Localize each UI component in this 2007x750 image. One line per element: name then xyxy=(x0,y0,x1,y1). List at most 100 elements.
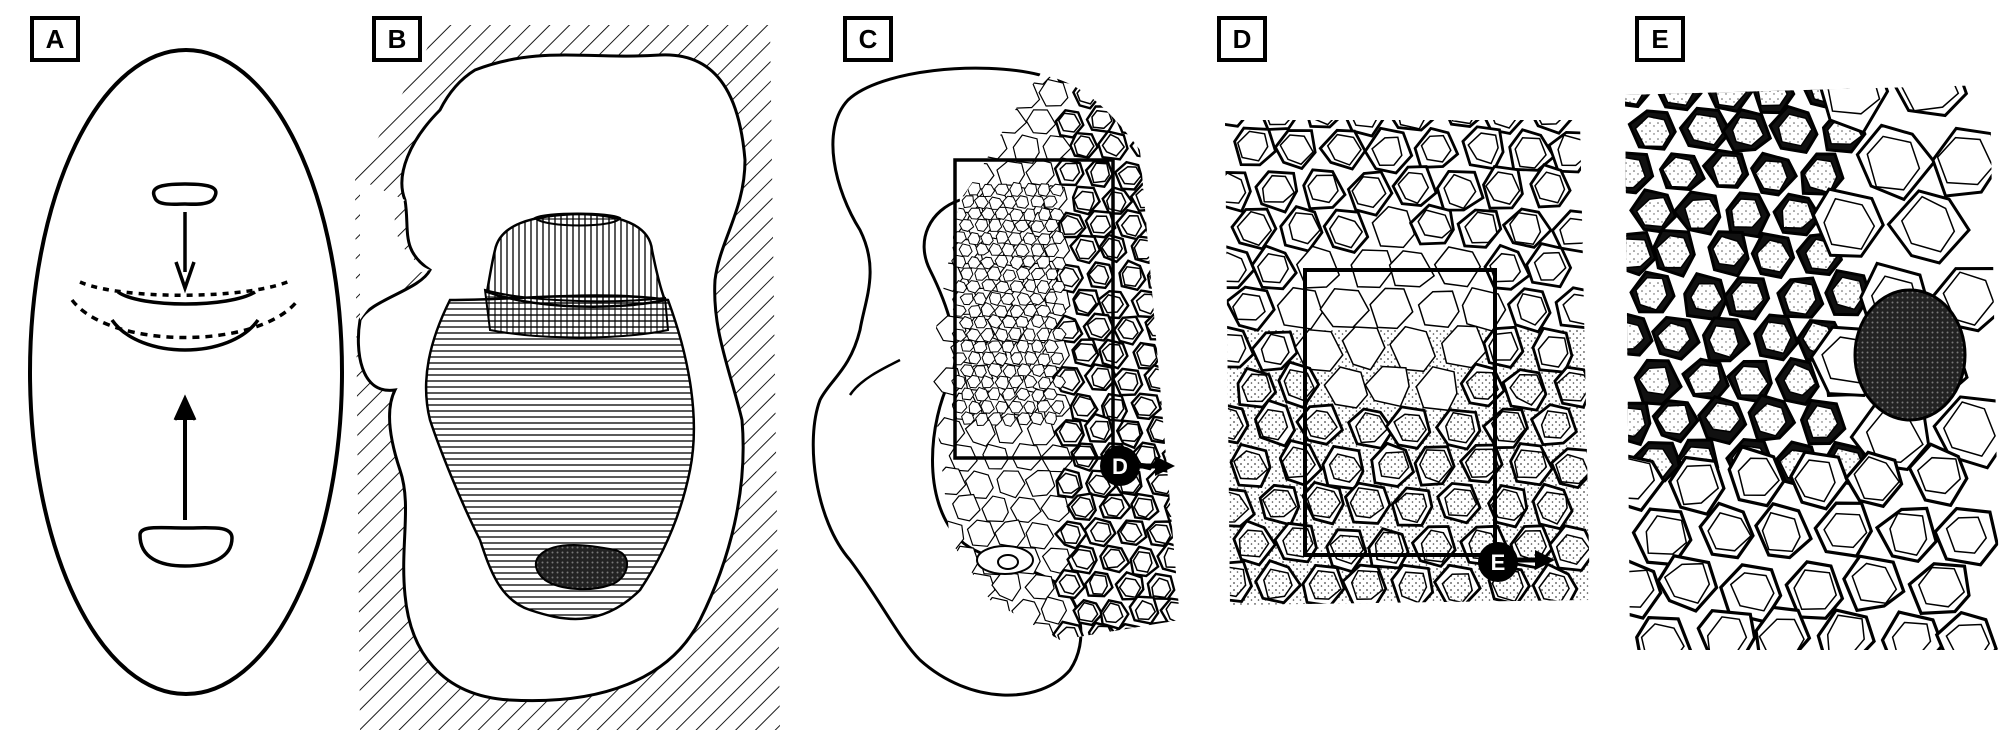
cell xyxy=(992,571,1021,601)
cell xyxy=(1463,288,1506,331)
panel-b xyxy=(355,25,780,730)
large-cell xyxy=(1855,290,1965,420)
cell xyxy=(937,570,963,598)
cell xyxy=(983,85,1013,113)
cell xyxy=(968,520,995,546)
cell xyxy=(1052,257,1065,269)
panel-d xyxy=(1206,86,1600,610)
cell xyxy=(978,134,1007,159)
cell xyxy=(995,623,1025,649)
cell xyxy=(953,495,980,521)
cell xyxy=(952,546,979,574)
tissue-detail-d xyxy=(1206,86,1600,610)
cell xyxy=(1146,212,1172,239)
cell xyxy=(1052,231,1064,244)
cell xyxy=(1026,523,1054,549)
cell xyxy=(938,111,963,135)
cell xyxy=(995,520,1025,547)
cell xyxy=(1025,623,1055,650)
cell xyxy=(1045,292,1057,304)
cell xyxy=(996,401,1008,413)
cell xyxy=(995,255,1008,267)
cell xyxy=(1209,86,1251,126)
cell xyxy=(997,161,1025,185)
cell xyxy=(1016,316,1029,327)
vertical-hatch-cap xyxy=(487,214,665,307)
panel-c xyxy=(813,54,1192,695)
cell xyxy=(961,365,974,377)
cell xyxy=(1160,237,1188,266)
cell xyxy=(935,521,964,550)
cell xyxy=(934,418,964,446)
cell xyxy=(967,112,995,139)
cell xyxy=(1133,84,1162,109)
cell xyxy=(1163,85,1192,110)
panel-e xyxy=(1601,50,2007,673)
panel-a xyxy=(30,50,342,694)
panel-label-d: D xyxy=(1217,16,1267,62)
cell xyxy=(1011,497,1041,522)
upper-primordium xyxy=(154,184,216,204)
cell xyxy=(1031,196,1044,208)
cell xyxy=(1031,244,1044,257)
cell xyxy=(1039,208,1051,221)
cell xyxy=(1037,256,1050,268)
cell xyxy=(962,412,975,424)
cell xyxy=(1435,247,1481,287)
cell xyxy=(1419,291,1459,327)
cell xyxy=(961,268,973,280)
cell xyxy=(1023,329,1035,341)
cell xyxy=(1370,288,1413,328)
cell xyxy=(949,82,980,109)
cell xyxy=(982,496,1008,521)
cell xyxy=(996,231,1008,243)
cell xyxy=(1148,265,1175,290)
tissue-detail-e xyxy=(1601,50,2007,673)
cell xyxy=(982,280,996,292)
panel-label-e: E xyxy=(1635,16,1685,62)
cell xyxy=(965,573,995,599)
cell xyxy=(966,623,995,647)
cell xyxy=(996,281,1009,293)
dark-inclusion xyxy=(536,545,627,589)
cell xyxy=(1046,269,1058,280)
cell-network xyxy=(934,54,1192,650)
cell xyxy=(1160,290,1191,315)
cell xyxy=(1012,83,1039,108)
callout-c-to-d-label: D xyxy=(1112,454,1128,479)
cell xyxy=(950,596,977,624)
cell xyxy=(981,598,1010,624)
cell xyxy=(1131,132,1162,158)
cell xyxy=(1161,341,1188,364)
cell xyxy=(968,233,980,245)
cell xyxy=(1162,188,1190,214)
cell xyxy=(1144,158,1173,184)
cell xyxy=(1041,597,1066,624)
cell xyxy=(1032,390,1044,403)
cell xyxy=(1017,340,1029,353)
cell xyxy=(995,184,1009,195)
cell xyxy=(1161,391,1189,416)
cell xyxy=(1041,495,1069,521)
cell xyxy=(997,471,1025,498)
cell xyxy=(1043,136,1071,161)
cell xyxy=(997,109,1026,133)
cell xyxy=(1027,110,1056,134)
cell xyxy=(1052,304,1065,316)
cell xyxy=(1149,105,1174,134)
panel-label-c: C xyxy=(843,16,893,62)
cell xyxy=(1144,54,1173,81)
cell xyxy=(1050,208,1064,220)
cell xyxy=(988,388,1000,400)
cell xyxy=(969,306,982,318)
cell xyxy=(1116,59,1147,82)
panel-label-a: A xyxy=(30,16,80,62)
cell xyxy=(1278,288,1323,329)
cell xyxy=(1026,471,1055,497)
cell xyxy=(968,183,981,195)
cell xyxy=(935,467,966,494)
cell xyxy=(1117,109,1147,135)
embryo-outline xyxy=(30,50,342,694)
